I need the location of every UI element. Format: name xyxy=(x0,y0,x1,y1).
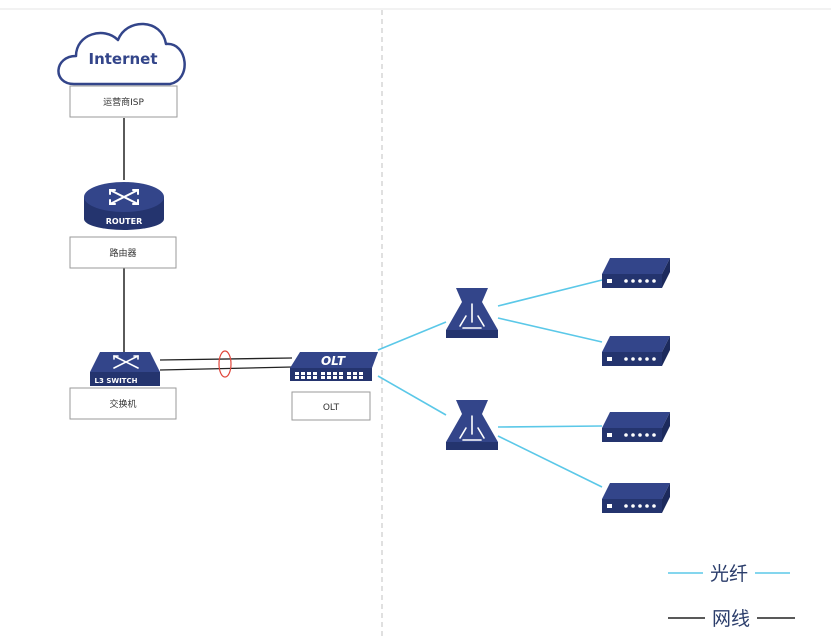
switch-text: L3 SWITCH xyxy=(95,377,138,385)
isp-label: 运营商ISP xyxy=(103,96,144,108)
switch-label: 交换机 xyxy=(109,398,136,410)
fiber-splitter2-onu4 xyxy=(497,435,603,488)
olt-label: OLT xyxy=(323,403,340,413)
cable-switch-olt-1 xyxy=(159,357,293,361)
legend: 光纤 网线 xyxy=(668,561,795,630)
cloud-icon: Internet xyxy=(57,22,186,86)
fiber-splitter1-onu2 xyxy=(497,317,603,343)
link-aggregation-marker xyxy=(218,350,232,378)
olt-icon: OLT xyxy=(290,352,378,381)
l3-switch-icon: L3 SWITCH xyxy=(90,352,160,386)
router-label: 路由器 xyxy=(109,247,136,259)
fiber-olt-splitter-2 xyxy=(377,375,447,416)
onu-icon xyxy=(602,258,670,288)
splitter-icon xyxy=(446,288,498,338)
legend-fiber-label: 光纤 xyxy=(710,563,748,585)
olt-label-box: OLT xyxy=(291,391,371,421)
onu-icon xyxy=(602,483,670,513)
legend-cable-label: 网线 xyxy=(712,608,750,630)
fiber-olt-splitter-1 xyxy=(377,321,447,351)
switch-label-box: 交换机 xyxy=(69,387,177,420)
fiber-splitter1-onu1 xyxy=(497,279,603,307)
internet-text: Internet xyxy=(88,50,157,68)
router-text: ROUTER xyxy=(106,217,143,226)
isp-label-box: 运营商ISP xyxy=(69,85,178,118)
router-label-box: 路由器 xyxy=(69,236,177,269)
onu-icon xyxy=(602,412,670,442)
router-icon: ROUTER xyxy=(84,182,164,230)
olt-text: OLT xyxy=(321,354,346,368)
splitter-icon xyxy=(446,400,498,450)
cable-switch-olt-2 xyxy=(159,366,293,371)
fiber-splitter2-onu3 xyxy=(497,425,603,428)
onu-icon xyxy=(602,336,670,366)
